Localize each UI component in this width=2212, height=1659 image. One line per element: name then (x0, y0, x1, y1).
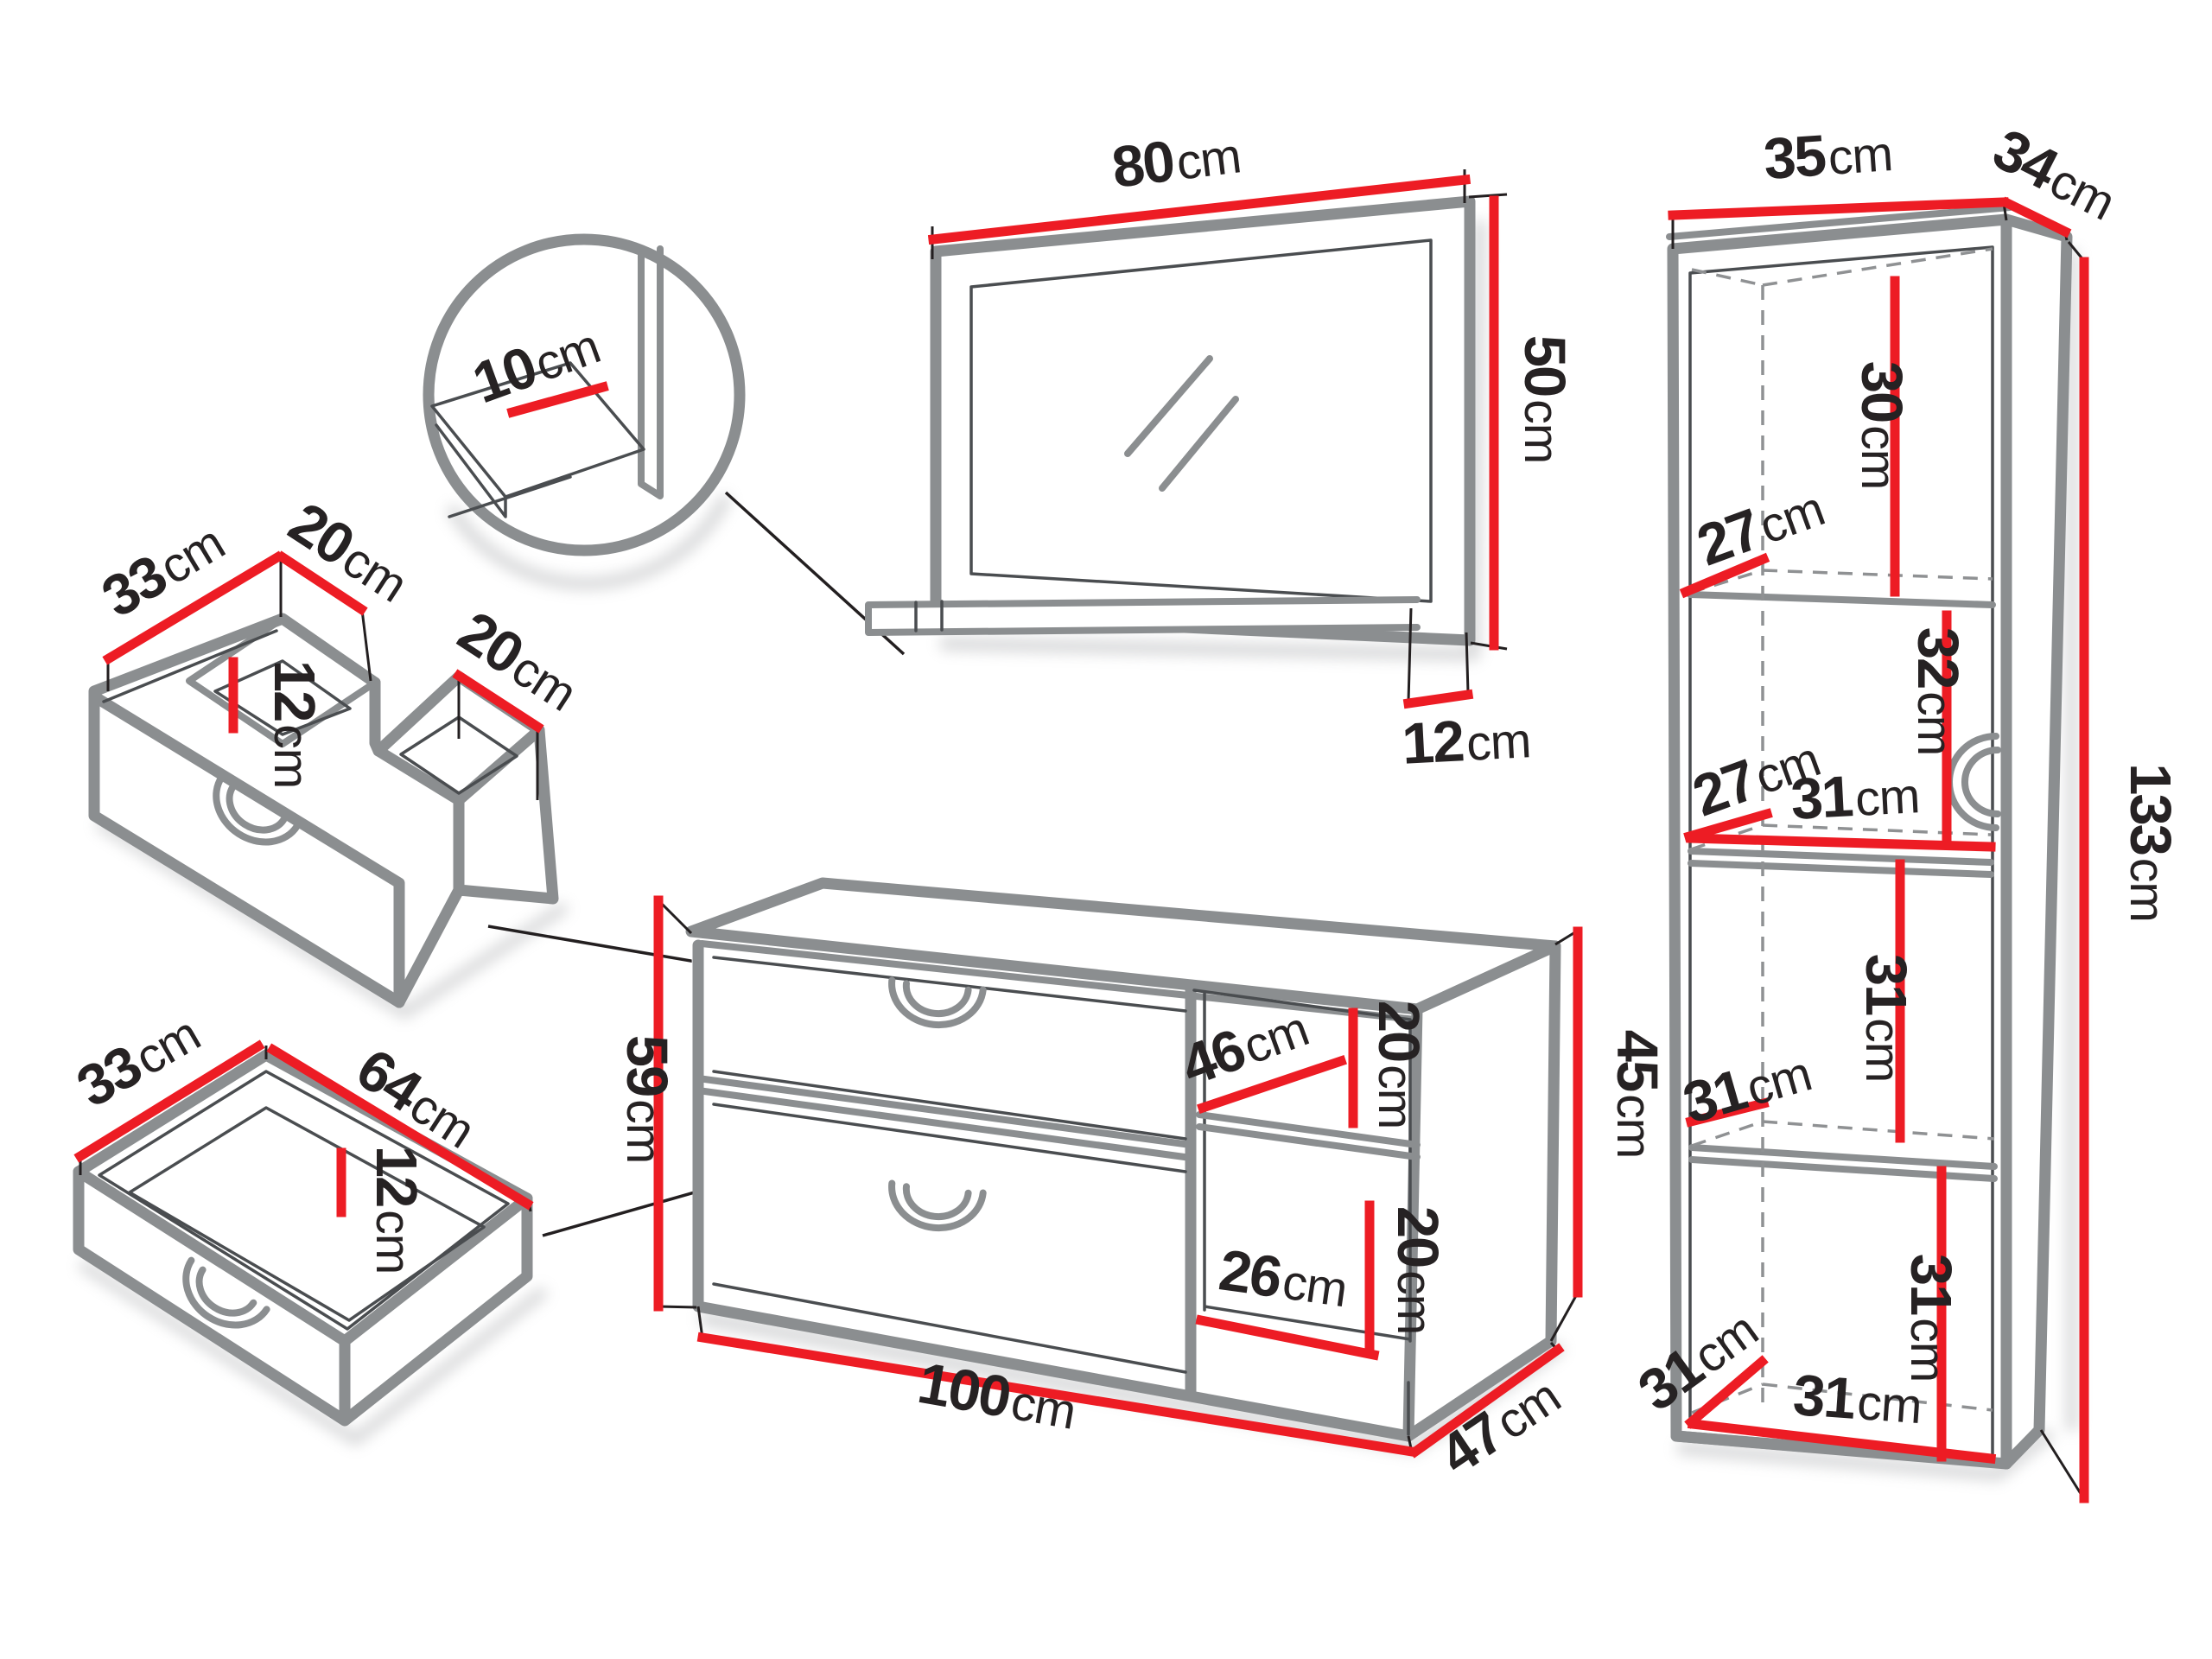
drawer-depth-line (73, 1039, 265, 1163)
label-column-top-width: 35cm (1762, 118, 1894, 192)
label-bench-width: 100cm (913, 1351, 1081, 1442)
column-bottom-shadow (1676, 1429, 2053, 1481)
column-shelf1 (1687, 591, 1996, 608)
sink-drawer-dim-ticks (106, 557, 539, 800)
bench-middle-shelf (1196, 1111, 1421, 1160)
drawer (73, 1039, 534, 1427)
label-bench-height: 59cm (614, 1035, 679, 1164)
column-inner-frame (1688, 245, 1994, 1460)
handle-arc-outer (888, 1179, 987, 1232)
sink-drawer-left-interior (102, 629, 352, 736)
drawer-body (73, 1166, 533, 1427)
mirror-shelf-bracket (914, 600, 944, 632)
label-column-comp1-height: 30cm (1849, 361, 1914, 490)
handle-arc-inner (1961, 747, 2001, 817)
handle-arc-inner (226, 783, 288, 834)
handle-arc-inner (902, 980, 972, 1018)
column-shelf2 (1688, 848, 1994, 878)
bench-width-line (696, 1332, 1418, 1458)
bench-cabinet (653, 877, 1583, 1459)
column-shelf2-width-line (1686, 833, 1996, 852)
column-top-edge2 (1666, 204, 2013, 240)
sink-drawer-right-body (369, 677, 559, 1008)
label-bench-lower-comp-width: 26cm (1215, 1237, 1351, 1319)
label-mirror-shelf-depth: 12cm (1401, 705, 1532, 777)
column-top-width-line (1668, 197, 2009, 220)
mirror-shelf-depth-line (1402, 689, 1474, 709)
drawer-shadow (79, 1260, 547, 1446)
label-drawer-height: 12cm (364, 1146, 429, 1274)
bench-handle-bottom (888, 1179, 987, 1232)
label-column-comp4-height: 31cm (1898, 1254, 1963, 1382)
bench-depth-line (1408, 1343, 1565, 1459)
label-mirror-width: 80cm (1109, 120, 1244, 200)
label-column-height: 133cm (2118, 763, 2183, 922)
label-sink-drawer-depth: 33cm (91, 508, 234, 630)
detail-depth-line (506, 381, 609, 418)
bench-handle-top (888, 976, 987, 1029)
column-shelf3-dash (1691, 1120, 1995, 1147)
detail-shelf-board (430, 361, 645, 518)
label-column-bottom-width: 31cm (1791, 1363, 1923, 1436)
drawer-rim-inner (98, 1070, 510, 1331)
label-bench-lower-comp-height: 20cm (1385, 1206, 1450, 1335)
label-bench-upper-comp-height: 20cm (1366, 1001, 1431, 1129)
handle-arc-outer (182, 1256, 270, 1329)
bench-top-edge2 (698, 940, 1419, 1023)
drawer-fill (79, 1055, 527, 1421)
mirror-shadow (939, 219, 1486, 661)
label-bench-side-height: 45cm (1605, 1030, 1669, 1159)
sink-drawer-fill (94, 619, 553, 1002)
detail-shelf-underside (448, 475, 572, 518)
handle-arc-inner (195, 1266, 257, 1317)
sink-drawer-handle (213, 773, 301, 846)
handle-arc-outer (888, 976, 987, 1029)
bench-fill (691, 883, 1555, 1436)
label-column-comp2-height: 32cm (1905, 627, 1970, 756)
bench-shelf-depth-line (1197, 1055, 1347, 1114)
handle-arc-outer (213, 773, 301, 846)
sink-drawer-right-interior (399, 715, 518, 795)
sink-drawer-right-width-line (452, 669, 544, 734)
label-column-shelf2-width: 31cm (1789, 760, 1921, 832)
sink-drawer (88, 550, 559, 1008)
column-cabinet (1666, 196, 2089, 1503)
mirror-width-line (927, 174, 1471, 245)
column-shelf3-depth-line (1685, 1097, 1770, 1128)
label-column-comp3-height: 31cm (1853, 954, 1918, 1083)
shelf-detail-circle (423, 233, 746, 556)
bench-front-face (692, 939, 1423, 1442)
drawer-floor (128, 1106, 486, 1322)
circle-shadow (447, 494, 731, 590)
detail-frame-profile (638, 245, 664, 499)
bench-drawer-front-lines (712, 956, 1187, 1374)
bench-lower-comp-width-line (1195, 1314, 1380, 1361)
column-shelf2-depth-line (1683, 808, 1773, 842)
handle-arc-inner (902, 1183, 972, 1221)
mirror-glass-shine (1124, 355, 1239, 492)
mirror (865, 169, 1508, 709)
label-mirror-height: 50cm (1512, 335, 1577, 464)
mirror-shelf-fill (868, 600, 1417, 632)
sink-drawer-left-width-line (276, 550, 368, 616)
column-top-dash (1691, 247, 1993, 287)
column-bottom-width-line (1687, 1418, 1997, 1465)
label-sink-drawer-height: 12cm (262, 660, 327, 789)
drawer-handle (182, 1256, 270, 1329)
bench-compartment-frame (1192, 988, 1412, 1343)
mirror-frame-inner (969, 238, 1433, 603)
sink-drawer-depth-line (102, 550, 284, 665)
bench-drawer-divider (695, 1075, 1194, 1161)
drawer-width-line (266, 1043, 534, 1211)
bench-dim-ticks (657, 899, 1580, 1453)
column-shelf1-depth-line (1679, 552, 1770, 599)
mirror-shelf (865, 596, 1421, 636)
mirror-frame-outer (930, 195, 1476, 646)
column-top-depth-line (2000, 196, 2072, 238)
detail-circle-outline (423, 233, 746, 556)
mirror-body-fill (936, 201, 1470, 640)
column-bottom-depth-line (1684, 1355, 1769, 1429)
